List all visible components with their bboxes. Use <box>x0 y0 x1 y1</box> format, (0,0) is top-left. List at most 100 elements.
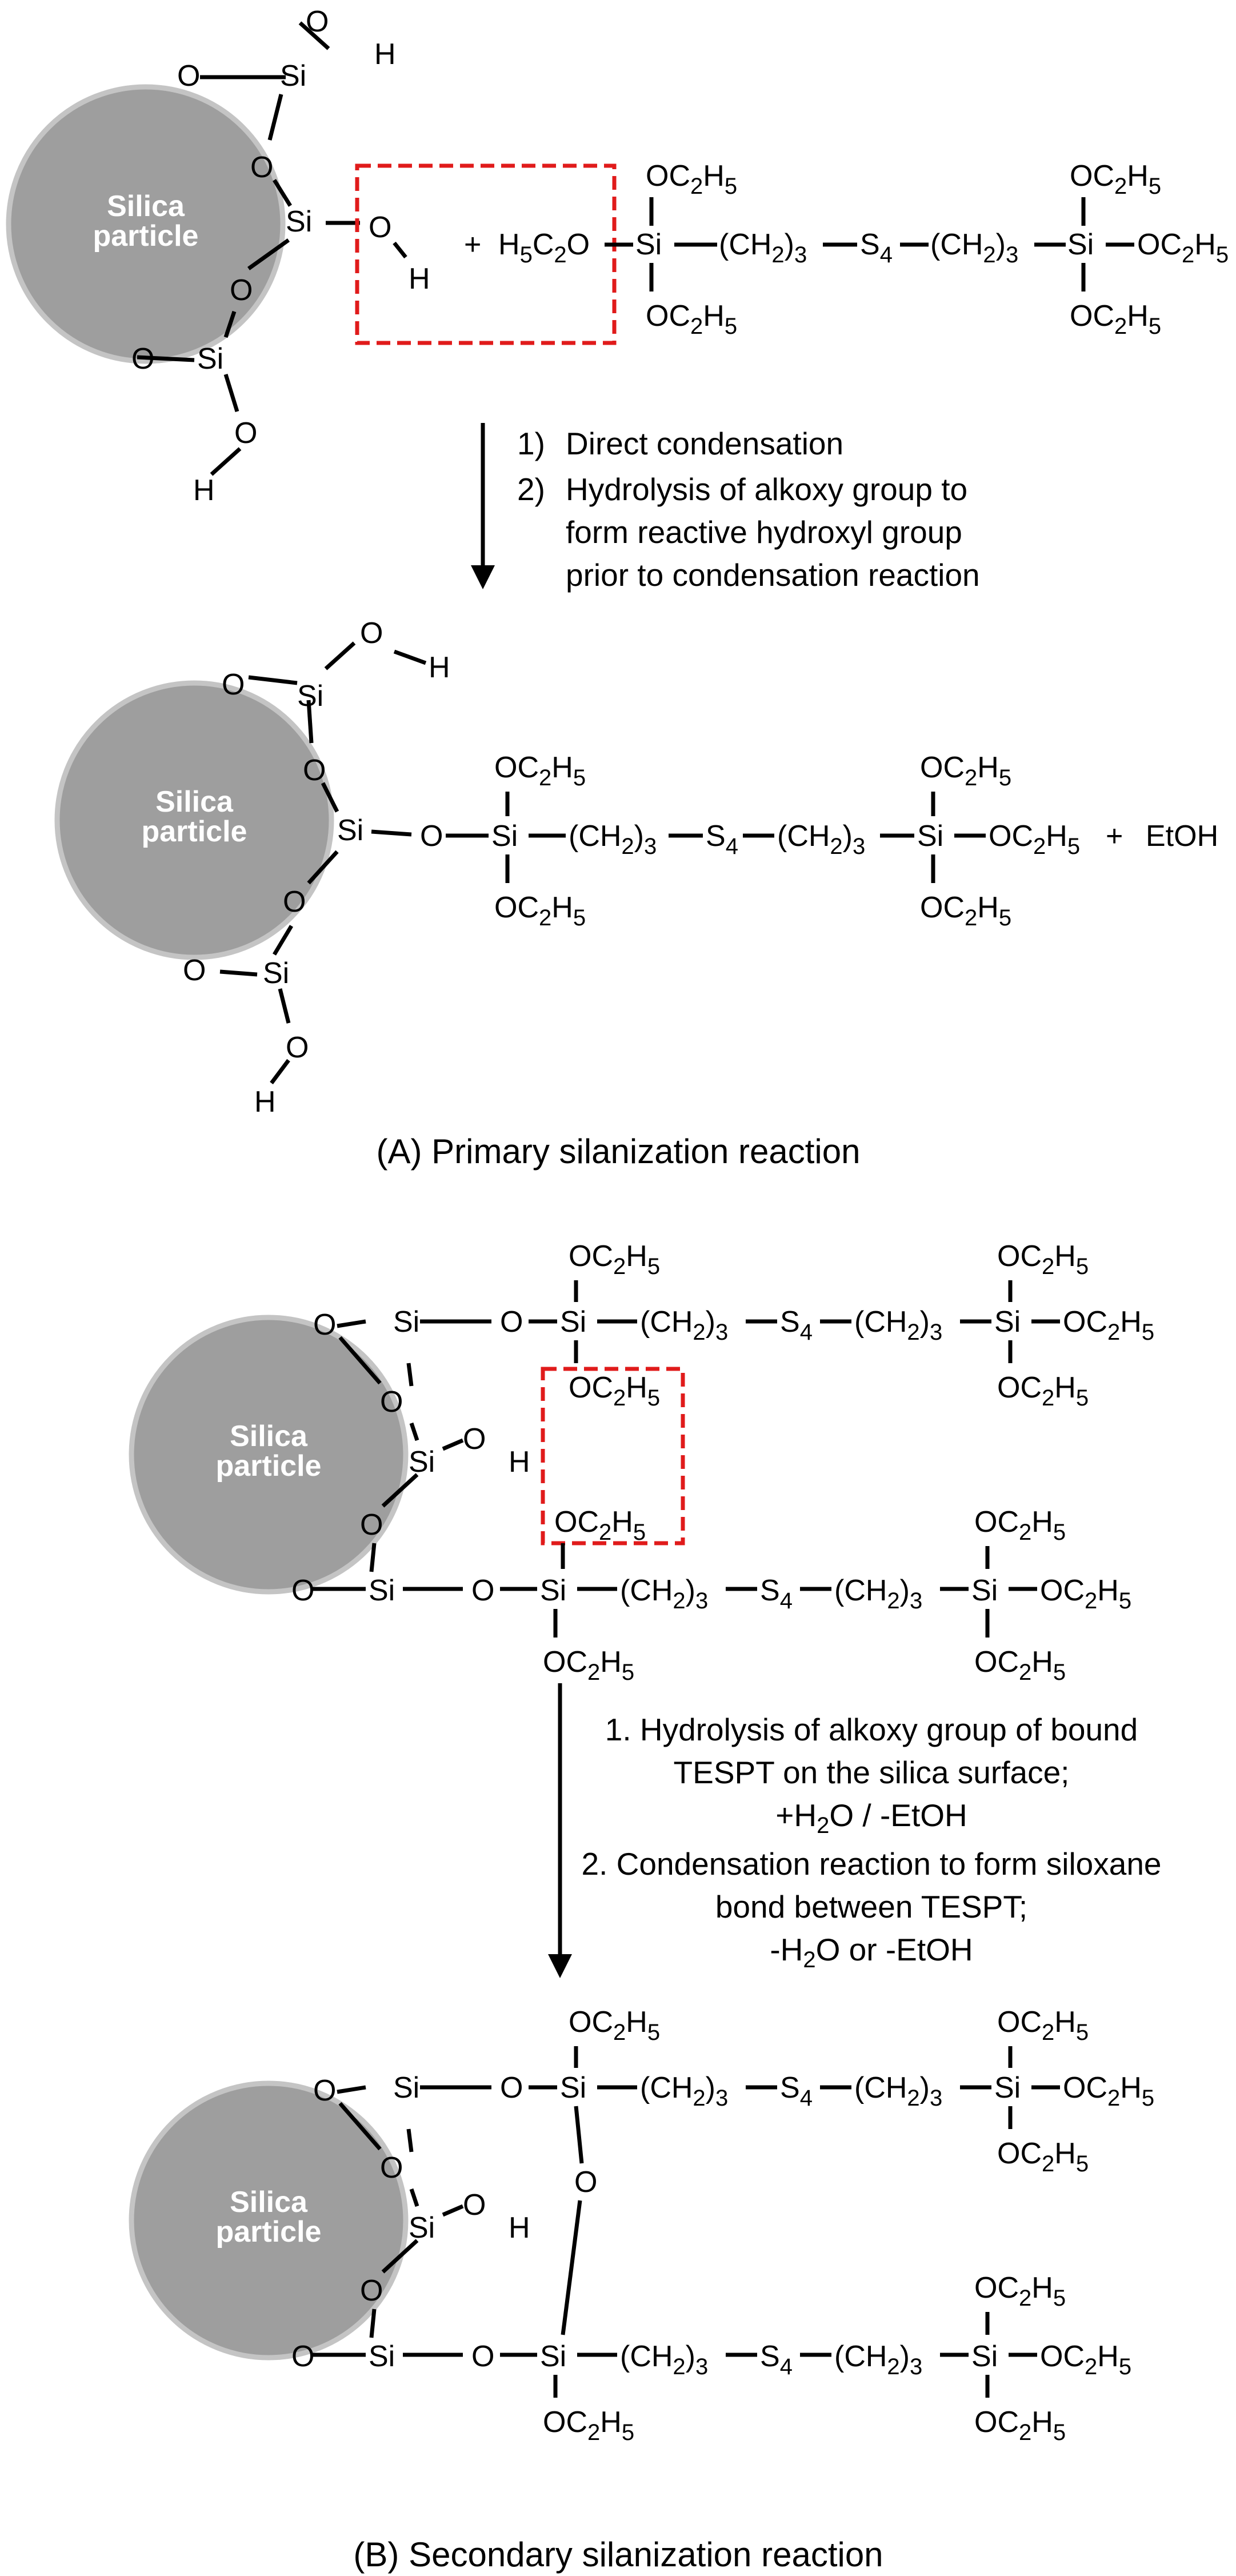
ethoxy-group: OC2H5 <box>1040 2340 1131 2379</box>
ethoxy-group: OC2H5 <box>997 1371 1089 1411</box>
bond <box>369 2309 377 2338</box>
bond <box>267 94 283 141</box>
highlight-box <box>355 163 617 345</box>
atom-si: Si <box>540 2340 566 2373</box>
ethoxy-group: OC2H5 <box>646 299 737 339</box>
ethoxy-group: OC2H5 <box>989 820 1080 859</box>
atom-si: Si <box>369 1574 395 1607</box>
atom-si: Si <box>540 1574 566 1607</box>
atom-o: O <box>286 1031 309 1064</box>
ethoxy-group: OC2H5 <box>920 751 1011 790</box>
particle-label-line2: particle <box>216 1449 322 1483</box>
tetrasulfide: S4 <box>706 820 738 859</box>
plus-sign: + <box>1106 820 1123 853</box>
atom-o: O <box>471 1574 494 1607</box>
ethoxy-group: OC2H5 <box>494 891 586 930</box>
bond <box>137 355 195 362</box>
ethoxy-group: OC2H5 <box>569 2006 660 2045</box>
surface-atoms: Si O O H O Si O H O O Si O H <box>131 5 430 507</box>
atom-o: O <box>222 668 245 701</box>
bond <box>223 373 239 413</box>
methylene-chain: (CH2)3 <box>854 2071 942 2111</box>
tetrasulfide: S4 <box>760 2340 793 2379</box>
secondary-step-line4: 2. Condensation reaction to form siloxan… <box>581 1846 1161 1882</box>
ethoxy-group: OC2H5 <box>920 891 1011 930</box>
ethoxy-group: OC2H5 <box>974 1646 1066 1685</box>
methylene-chain: (CH2)3 <box>620 2340 708 2379</box>
bond <box>321 782 339 813</box>
primary-step-2-number: 2) <box>517 472 545 507</box>
tespt-lower: OC2H5 Si OC2H5 (CH2)3 S4 (CH2)3 Si OC2H5… <box>540 1505 1131 1685</box>
bond <box>307 850 339 885</box>
ethoxy-group: OC2H5 <box>1070 159 1161 199</box>
bond <box>210 447 242 476</box>
bond <box>219 969 258 977</box>
atom-h: H <box>509 1445 530 1479</box>
bond <box>298 21 330 50</box>
atom-si: Si <box>393 1305 419 1339</box>
panel-a-product: Silica particle O Si O H O Si O O Si <box>54 617 1218 1119</box>
bond <box>442 1438 464 1451</box>
particle-circle <box>129 1315 409 1595</box>
bond <box>270 1059 290 1085</box>
bond <box>273 179 292 207</box>
atom-o: O <box>463 1423 486 1456</box>
atom-si: Si <box>635 228 662 261</box>
methylene-chain: (CH2)3 <box>640 1305 728 1345</box>
particle-label-line1: Silica <box>230 2186 308 2219</box>
atom-si: Si <box>393 2071 419 2104</box>
surface-bonds <box>137 21 407 476</box>
bond <box>369 1543 377 1572</box>
byproduct-etoh: EtOH <box>1146 820 1218 853</box>
atom-o: O <box>500 1305 523 1339</box>
bond <box>337 2085 366 2094</box>
ethoxy-group: OC2H5 <box>646 159 737 199</box>
particle-circle <box>54 680 334 960</box>
silica-particle: Silica particle <box>129 2080 409 2361</box>
atom-si: Si <box>263 957 289 990</box>
ethoxy-group: OC2H5 <box>997 2137 1089 2176</box>
primary-steps: 1) Direct condensation 2) Hydrolysis of … <box>517 426 980 593</box>
atom-h: H <box>254 1085 276 1119</box>
atom-o: O <box>230 274 253 307</box>
secondary-step-line2: TESPT on the silica surface; <box>674 1755 1070 1790</box>
atom-o: O <box>234 417 257 450</box>
bond <box>409 2188 419 2207</box>
silica-particle: Silica particle <box>54 680 334 960</box>
atom-si: Si <box>409 1445 435 1479</box>
atom-h: H <box>409 262 430 295</box>
methylene-chain: (CH2)3 <box>834 1574 922 1614</box>
ethoxy-group-left: H5C2O <box>498 228 590 267</box>
ethoxy-group: OC2H5 <box>543 1646 634 1685</box>
surface-atoms: O Si O H O Si O O Si O H O <box>183 617 450 1119</box>
bond <box>561 2200 582 2335</box>
ethoxy-group: OC2H5 <box>974 2406 1066 2445</box>
bond <box>371 829 412 837</box>
atom-o: O <box>360 2274 383 2307</box>
atom-si: Si <box>286 205 312 238</box>
methylene-chain: (CH2)3 <box>777 820 865 859</box>
particle-label-line1: Silica <box>230 1420 308 1453</box>
atom-si: Si <box>491 820 518 853</box>
ethoxy-group: OC2H5 <box>1040 1574 1131 1614</box>
atom-o: O <box>360 617 383 650</box>
ethoxy-group: OC2H5 <box>1137 228 1229 267</box>
tetrasulfide: S4 <box>760 1574 793 1614</box>
bond <box>324 641 356 670</box>
primary-step-1-number: 1) <box>517 426 545 461</box>
ethoxy-group: OC2H5 <box>974 2271 1066 2311</box>
atom-o: O <box>177 59 200 93</box>
ethoxy-group: OC2H5 <box>1070 299 1161 339</box>
particle-label-line2: particle <box>142 815 247 848</box>
ethoxy-group: OC2H5 <box>1063 2071 1154 2111</box>
atom-o: O <box>313 2074 336 2107</box>
bond <box>337 1319 366 1328</box>
atom-o: O <box>380 1385 403 1419</box>
atom-o: O <box>420 820 443 853</box>
ethoxy-group: OC2H5 <box>494 751 586 790</box>
silica-particle: Silica particle <box>129 1315 409 1595</box>
atom-o: O <box>306 5 329 38</box>
atom-o: O <box>131 342 154 376</box>
bond <box>393 649 427 665</box>
